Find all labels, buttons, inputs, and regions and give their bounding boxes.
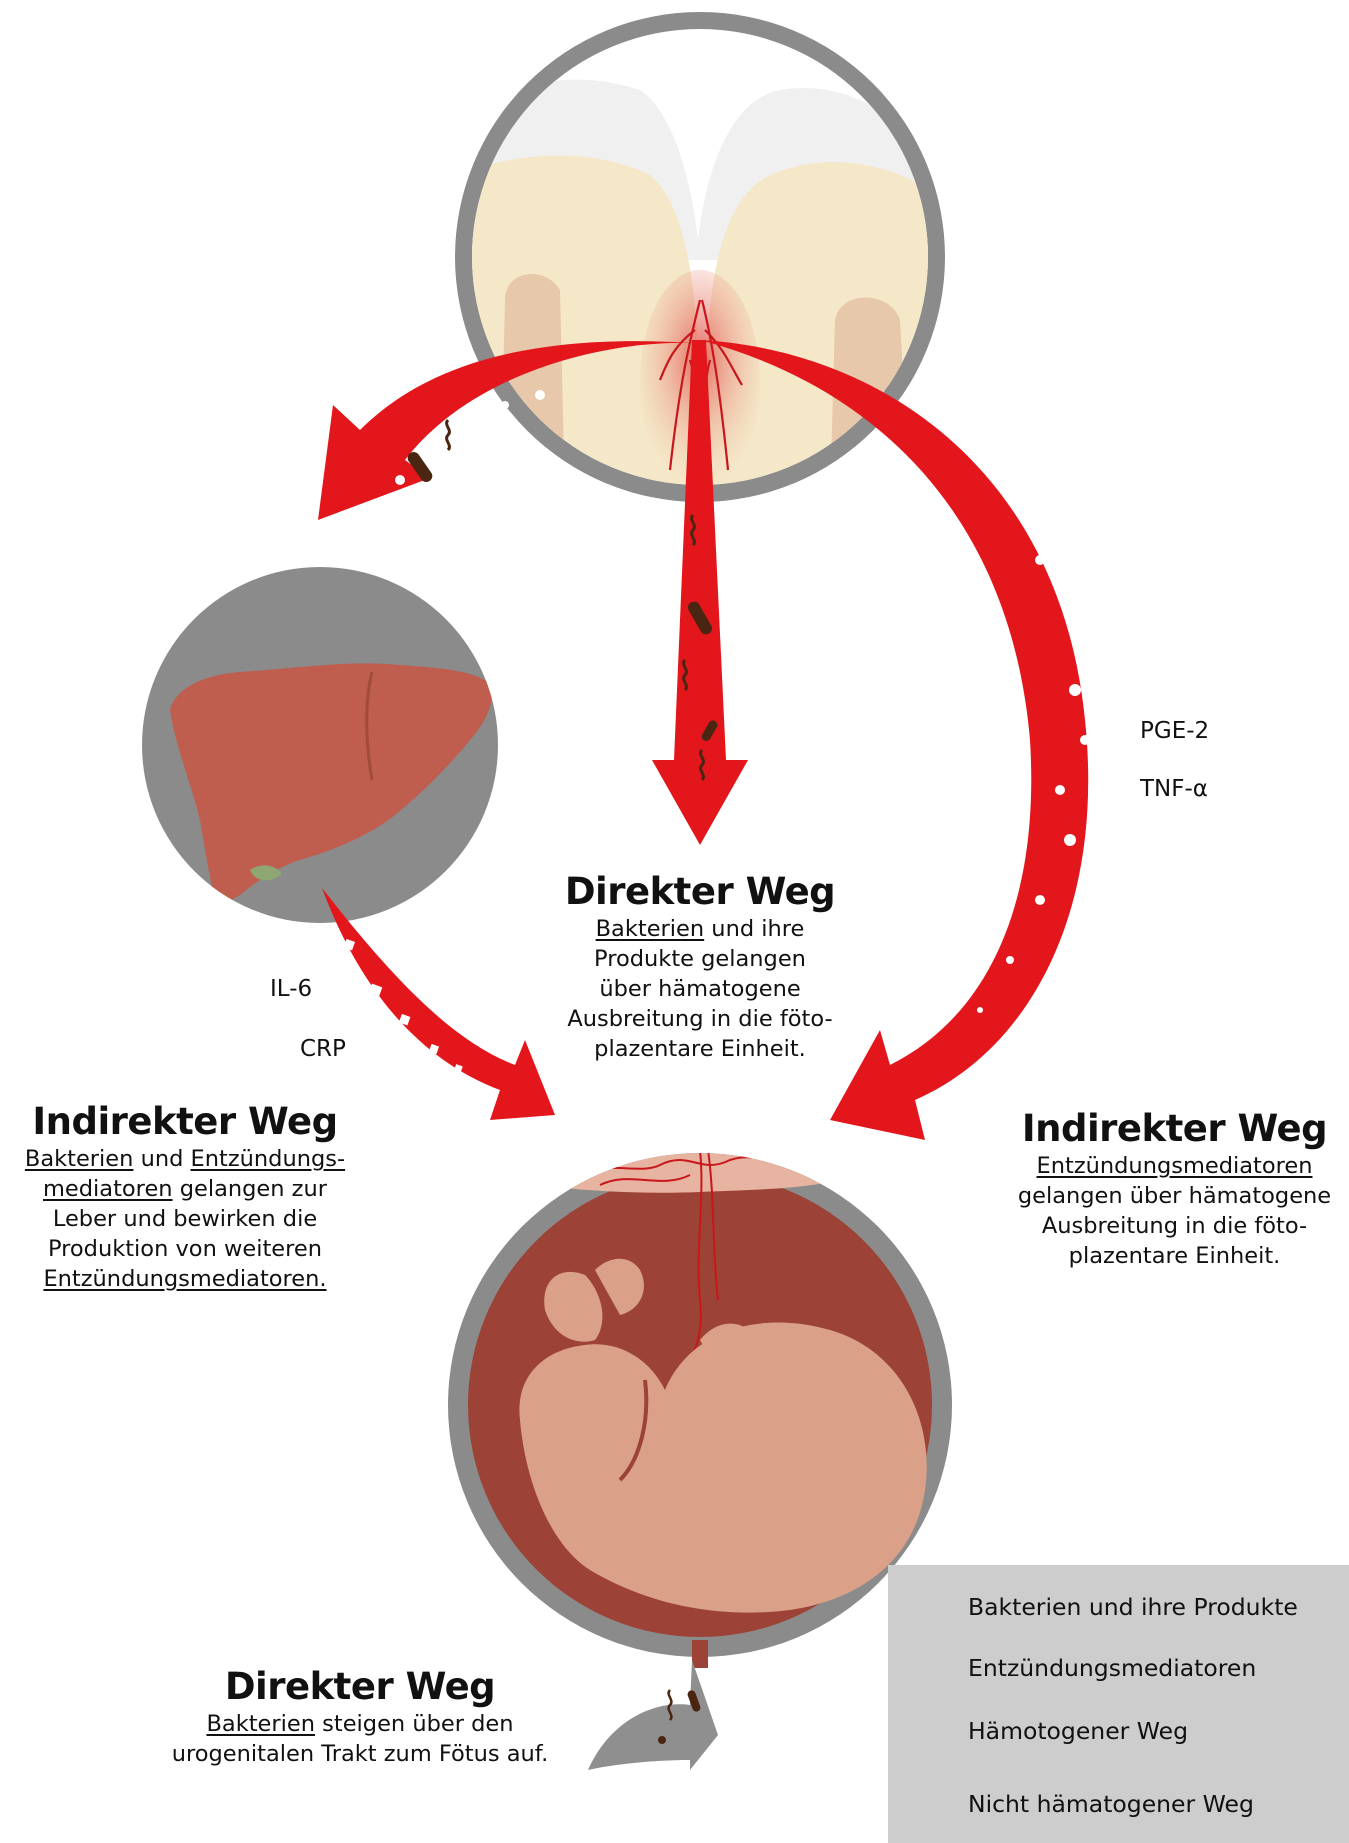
direct-ascending-bacteria-term: Bakterien	[206, 1711, 315, 1737]
indirect-blood-line4: plazentare Einheit.	[1000, 1241, 1349, 1271]
direct-blood-line2: Produkte gelangen	[540, 944, 860, 974]
mediator-il6-label: IL-6	[270, 975, 312, 1003]
indirect-liver-mediators-term-b: mediatoren	[43, 1176, 173, 1202]
indirect-blood-line3: Ausbreitung in die föto-	[1000, 1211, 1349, 1241]
indirect-liver-mediators-term-a: Entzündungs-	[191, 1146, 346, 1172]
direct-ascending-title: Direkter Weg	[150, 1665, 570, 1709]
indirect-liver-title: Indirekter Weg	[0, 1100, 370, 1144]
indirect-blood-block: Indirekter Weg Entzündungsmediatoren gel…	[1000, 1107, 1349, 1271]
indirect-liver-block: Indirekter Weg Bakterien und Entzündungs…	[0, 1100, 370, 1294]
direct-ascending-line1-rest: steigen über den	[315, 1711, 514, 1737]
indirect-blood-title: Indirekter Weg	[1000, 1107, 1349, 1151]
indirect-blood-mediators-term: Entzündungsmediatoren	[1037, 1153, 1313, 1179]
legend-row-non-hematogenous: Nicht hämatogener Weg	[888, 1785, 1349, 1825]
direct-ascending-line2: urogenitalen Trakt zum Fötus auf.	[150, 1739, 570, 1769]
liver-icon	[142, 567, 498, 923]
mediator-tnf-label: TNF-α	[1140, 775, 1208, 803]
legend-non-hematogenous-label: Nicht hämatogener Weg	[968, 1789, 1254, 1819]
direct-blood-line1-rest: und ihre	[704, 916, 804, 942]
indirect-blood-line2: gelangen über hämatogene	[1000, 1181, 1349, 1211]
arrow-ascending	[588, 1660, 718, 1770]
direct-blood-line3: über hämatogene	[540, 974, 860, 1004]
direct-ascending-line1: Bakterien steigen über den	[150, 1709, 570, 1739]
legend-bacteria-label: Bakterien und ihre Produkte	[968, 1592, 1298, 1622]
legend: Bakterien und ihre Produkte Entzündungsm…	[888, 1565, 1349, 1843]
indirect-liver-line3: Leber und bewirken die	[0, 1204, 370, 1234]
direct-blood-line1: Bakterien und ihre	[540, 914, 860, 944]
indirect-liver-line1-mid: und	[133, 1146, 190, 1172]
indirect-liver-line2-rest: gelangen zur	[173, 1176, 327, 1202]
indirect-liver-line2: mediatoren gelangen zur	[0, 1174, 370, 1204]
indirect-liver-line1: Bakterien und Entzündungs-	[0, 1144, 370, 1174]
arrow-liver-to-placenta	[322, 888, 555, 1120]
legend-hematogenous-label: Hämotogener Weg	[968, 1716, 1188, 1746]
legend-mediators-label: Entzündungsmediatoren	[968, 1653, 1256, 1683]
indirect-liver-bacteria-term: Bakterien	[25, 1146, 134, 1172]
direct-blood-title: Direkter Weg	[540, 870, 860, 914]
indirect-liver-line5: Entzündungsmediatoren.	[0, 1264, 370, 1294]
direct-blood-line5: plazentare Einheit.	[540, 1034, 860, 1064]
direct-ascending-block: Direkter Weg Bakterien steigen über den …	[150, 1665, 570, 1769]
indirect-liver-mediators-term-c: Entzündungsmediatoren.	[43, 1266, 326, 1292]
direct-blood-block: Direkter Weg Bakterien und ihre Produkte…	[540, 870, 860, 1064]
indirect-liver-line4: Produktion von weiteren	[0, 1234, 370, 1264]
legend-row-hematogenous: Hämotogener Weg	[888, 1712, 1349, 1752]
legend-row-mediators: Entzündungsmediatoren	[888, 1649, 1349, 1689]
direct-blood-bacteria-term: Bakterien	[596, 916, 705, 942]
indirect-blood-line1: Entzündungsmediatoren	[1000, 1151, 1349, 1181]
legend-row-bacteria: Bakterien und ihre Produkte	[888, 1588, 1349, 1628]
fetus-icon	[448, 1142, 952, 1668]
mediator-crp-label: CRP	[300, 1035, 346, 1063]
direct-blood-line4: Ausbreitung in die föto-	[540, 1004, 860, 1034]
mediator-pge2-label: PGE-2	[1140, 717, 1209, 745]
